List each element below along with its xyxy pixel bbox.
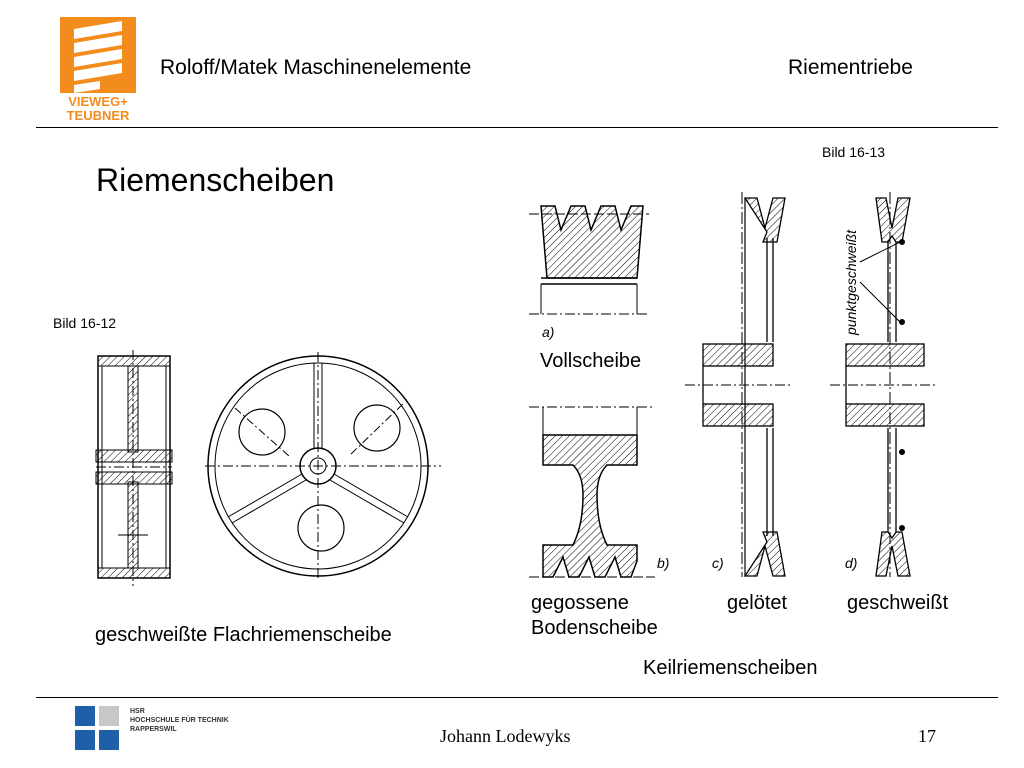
book-title: Roloff/Matek Maschinenelemente <box>160 56 472 79</box>
chapter-title: Riementriebe <box>788 56 913 79</box>
v-pulley-solid-drawing <box>529 205 649 315</box>
footer-divider <box>36 697 998 698</box>
publisher-logo-text-2: TEUBNER <box>66 108 130 123</box>
publisher-logo-text-1: VIEWEG+ <box>68 94 128 109</box>
weld-annotation: punktgeschweißt <box>843 229 859 335</box>
flat-pulley-label: geschweißte Flachriemenscheibe <box>95 624 392 646</box>
v-pulley-group-label: Keilriemenscheiben <box>643 657 818 679</box>
subfigure-label-d: d) <box>845 555 858 571</box>
welded-pulley-label: geschweißt <box>847 592 949 614</box>
publisher-logo-graphic <box>60 17 136 93</box>
page-number: 17 <box>918 726 936 746</box>
subfigure-label-c: c) <box>712 555 724 571</box>
publisher-logo: VIEWEG+ TEUBNER <box>60 17 136 125</box>
institution-line-3: RAPPERSWIL <box>130 726 177 733</box>
flat-pulley-front-drawing <box>205 352 441 580</box>
cast-pulley-label-line1: gegossene <box>531 592 629 614</box>
institution-name: HSR HOCHSCHULE FÜR TECHNIK RAPPERSWIL <box>130 707 229 734</box>
institution-line-1: HSR <box>130 708 145 715</box>
flat-pulley-section-drawing <box>95 350 173 586</box>
figure-caption-left: Bild 16-12 <box>53 315 117 331</box>
v-pulley-cast-drawing <box>529 406 655 578</box>
institution-logo <box>75 706 120 751</box>
v-pulley-soldered-drawing <box>685 192 790 577</box>
page-title: Riemenscheiben <box>96 162 335 198</box>
solid-pulley-label: Vollscheibe <box>540 350 642 372</box>
cast-pulley-label-line2: Bodenscheibe <box>531 617 658 639</box>
footer-author: Johann Lodewyks <box>440 726 571 746</box>
subfigure-label-a: a) <box>542 324 555 340</box>
figure-caption-right: Bild 16-13 <box>822 144 886 160</box>
header-divider <box>36 127 998 128</box>
soldered-pulley-label: gelötet <box>727 592 788 614</box>
institution-line-2: HOCHSCHULE FÜR TECHNIK <box>130 717 229 724</box>
subfigure-label-b: b) <box>657 555 670 571</box>
v-pulley-welded-drawing <box>830 192 938 577</box>
